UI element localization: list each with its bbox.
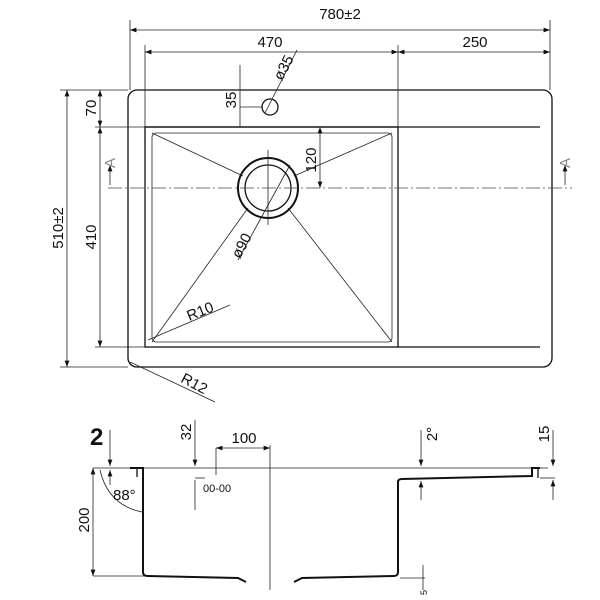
tap-hole bbox=[261, 98, 279, 116]
front-offset-label: 70 bbox=[83, 100, 100, 117]
section-mark-right: A bbox=[557, 158, 574, 168]
overall-width-label: 780±2 bbox=[319, 6, 361, 23]
drainboard-slope-label: 2° bbox=[424, 427, 441, 441]
section-dimension-lines bbox=[90, 420, 556, 590]
bowl-inner bbox=[151, 132, 393, 343]
bottom-step-label: 5 bbox=[419, 590, 429, 595]
wall-angle-label: 88° bbox=[113, 487, 136, 504]
detail-label: 2 bbox=[90, 424, 103, 451]
rim-height-label: 15 bbox=[536, 426, 553, 443]
tap-offset-label: 35 bbox=[223, 92, 240, 109]
bowl-width-label: 470 bbox=[257, 34, 282, 51]
bowl-radius-label: R10 bbox=[184, 299, 216, 325]
bowl-diagonals bbox=[151, 132, 393, 343]
drain-offset-label: 120 bbox=[303, 147, 320, 172]
drainboard-profile bbox=[293, 467, 540, 583]
tap-leader bbox=[264, 49, 298, 114]
overall-depth-label: 510±2 bbox=[50, 207, 67, 249]
bowl-outer bbox=[144, 126, 399, 348]
overflow-symbol: 00-00 bbox=[203, 483, 231, 495]
dimension-lines bbox=[60, 20, 568, 403]
sink-outline bbox=[127, 89, 553, 368]
drainboard-width-label: 250 bbox=[462, 34, 487, 51]
section-mark-left: A bbox=[102, 158, 119, 168]
bowl-profile bbox=[130, 467, 247, 583]
bowl-height-label: 200 bbox=[76, 507, 93, 532]
overflow-offset-label: 32 bbox=[178, 424, 195, 441]
section-view: 2 32 100 2° 15 200 88° 5 00-00 bbox=[76, 420, 556, 595]
bowl-depth-label: 410 bbox=[83, 224, 100, 249]
outer-radius-label: R12 bbox=[178, 370, 210, 398]
top-view: 780±2 470 250 510±2 70 410 35 ø35 120 ø9… bbox=[50, 6, 574, 403]
overflow-distance-label: 100 bbox=[231, 430, 256, 447]
